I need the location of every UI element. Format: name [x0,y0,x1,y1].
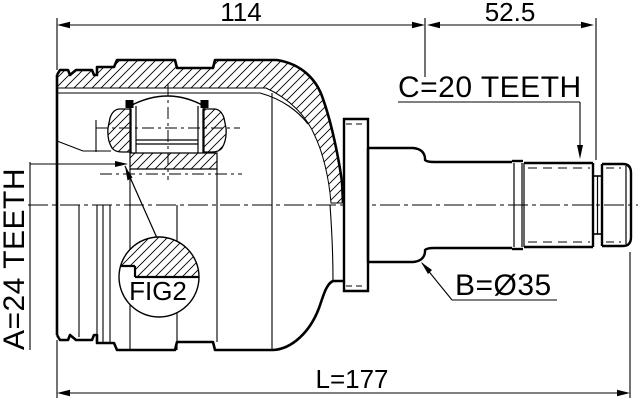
dim-arrow-right [617,389,630,397]
dim-arrow-right [581,21,594,29]
label-leader-arrow [577,145,583,159]
label-outer-spline: C=20 TEETH [398,71,583,159]
fig2-leader-arrow [125,166,133,181]
dim-housing-width-text: 114 [220,0,261,27]
label-shaft-diameter-text: B=Ø35 [455,269,552,302]
snap-ring-right [200,100,209,108]
housing-top-profile [55,58,277,77]
dim-arrow-left [427,21,440,29]
dim-arrow-left [57,21,70,29]
shaft [342,117,633,293]
label-shaft-diameter: B=Ø35 [421,262,557,302]
label-leader-arrow [115,161,128,167]
shaft-bottom-profile-1 [368,246,512,264]
label-outer-spline-text: C=20 TEETH [398,71,582,104]
inner-race-spline-section [129,152,218,170]
left-roller [107,108,132,153]
shaft-top-profile-1 [368,146,512,164]
housing-section [56,59,344,204]
label-inner-spline: A=24 TEETH [0,161,128,350]
housing-inner-wall-line [57,92,309,125]
label-figure-ref: FIG2 [129,276,187,306]
dim-arrow-right [412,21,425,29]
housing-interior-lines [56,93,334,350]
snap-ring-left [125,100,134,108]
cage-dome-arc [129,95,205,107]
dim-total-length-text: L=177 [315,364,388,394]
bearing-assembly [107,95,227,170]
housing-outline [55,58,345,352]
housing-face-lower-curve [329,204,334,282]
housing-bottom-profile [55,279,344,352]
housing-right-wall [276,58,345,204]
fig2-step-profile [119,264,199,279]
end-cap-outline [602,162,633,248]
dim-spline-length-text: 52.5 [485,0,536,27]
label-leader-arrow [421,262,432,274]
dim-spline-length: 52.5 [427,0,597,160]
dim-total-length: L=177 [56,252,631,398]
right-roller [202,108,227,153]
fig2-hatch-area [119,237,198,277]
label-leader-line [398,101,581,153]
fig2-detail: FIG2 [118,165,200,318]
housing-cut-hatch [56,59,344,204]
dim-housing-width: 114 [56,0,426,77]
bore-taper-line [56,140,111,152]
boot-seat-ring [342,117,370,293]
label-inner-spline-text: A=24 TEETH [0,168,31,350]
dim-arrow-left [57,389,70,397]
